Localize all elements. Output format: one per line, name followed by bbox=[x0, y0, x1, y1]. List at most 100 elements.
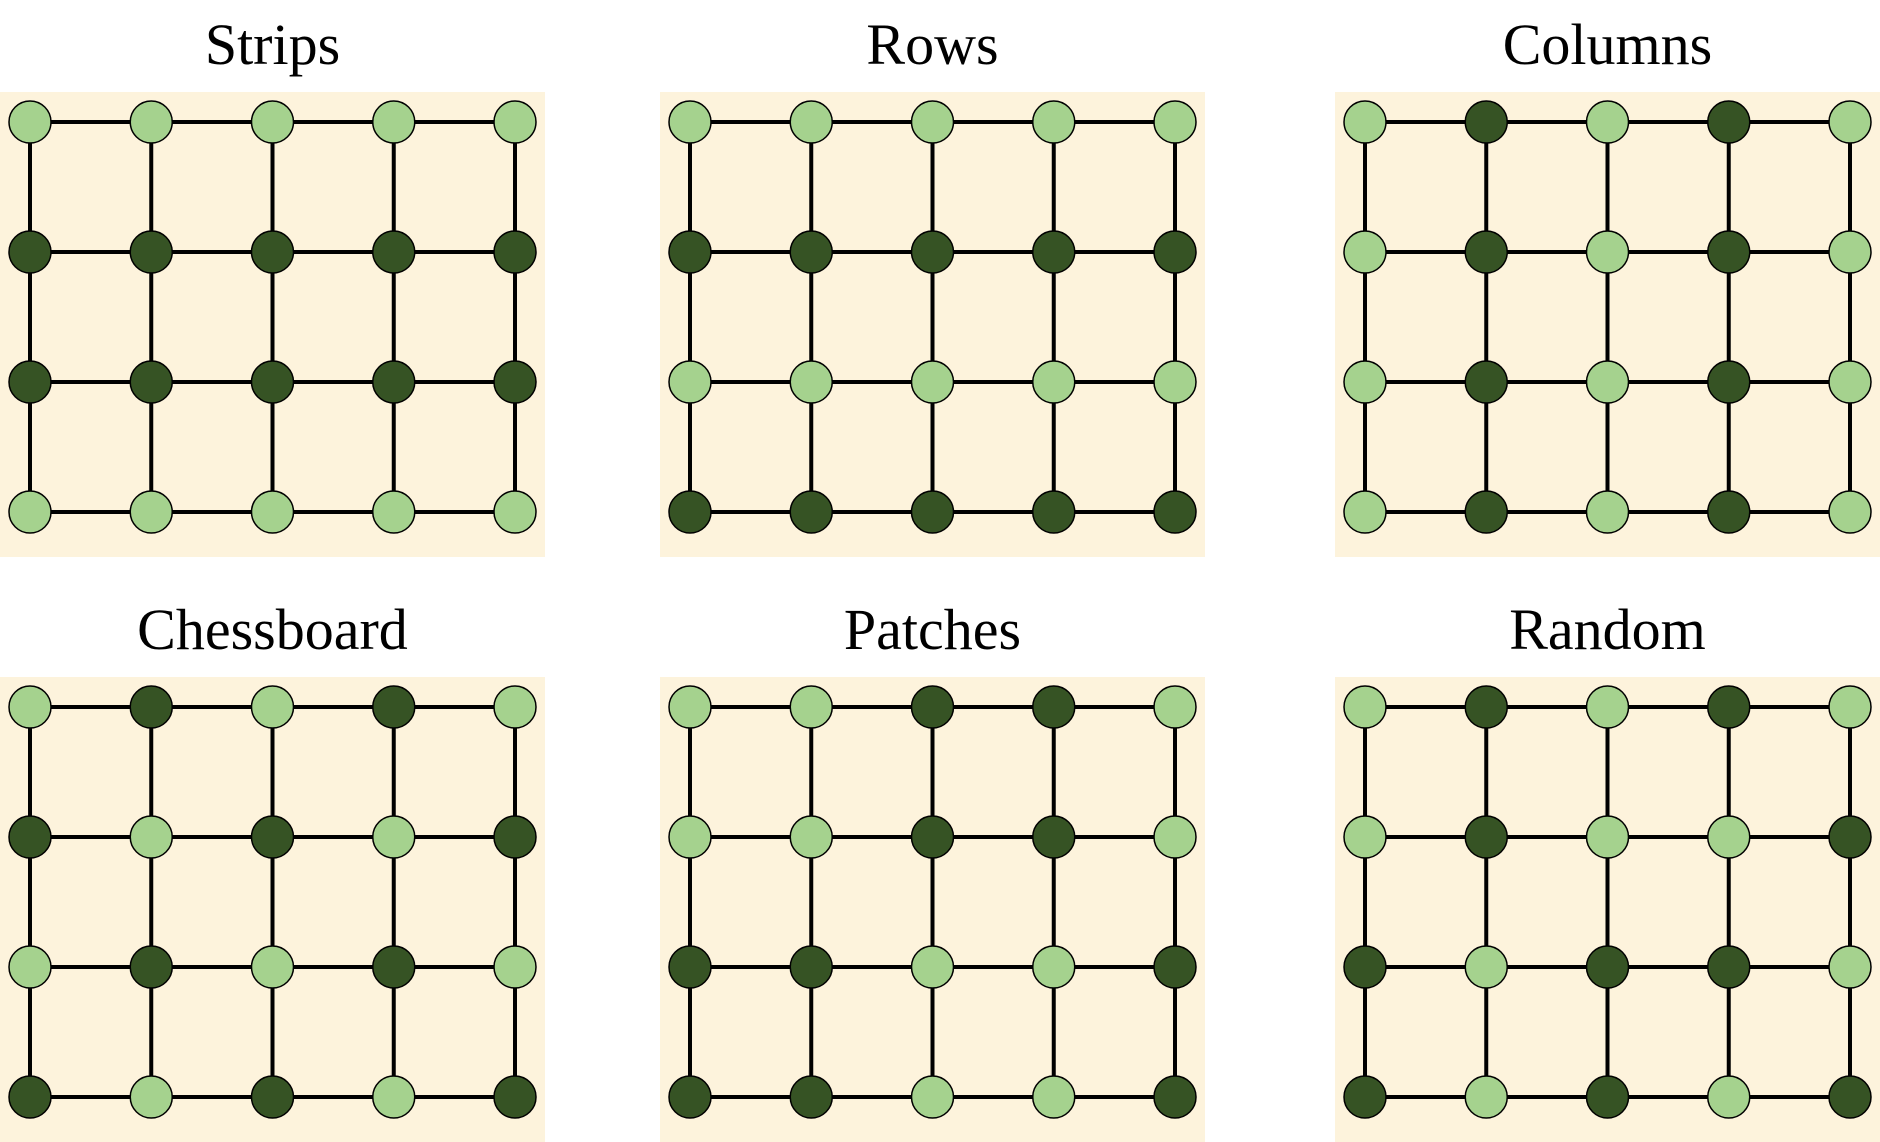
node-dark bbox=[789, 230, 833, 274]
node-light bbox=[668, 100, 712, 144]
node-light bbox=[493, 945, 537, 989]
node-dark bbox=[8, 1075, 52, 1119]
node-light bbox=[129, 490, 173, 534]
node-dark bbox=[1464, 685, 1508, 729]
node-light bbox=[250, 685, 295, 729]
node-light bbox=[1585, 490, 1630, 534]
node-dark bbox=[668, 1075, 712, 1119]
node-dark bbox=[372, 360, 416, 404]
node-light bbox=[493, 490, 537, 534]
node-light bbox=[1464, 1075, 1508, 1119]
node-light bbox=[372, 1075, 416, 1119]
node-dark bbox=[789, 945, 833, 989]
node-light bbox=[8, 945, 52, 989]
node-dark bbox=[668, 490, 712, 534]
node-dark bbox=[1464, 230, 1508, 274]
node-dark bbox=[668, 945, 712, 989]
node-dark bbox=[1153, 230, 1197, 274]
node-light bbox=[1707, 815, 1751, 859]
node-dark bbox=[372, 230, 416, 274]
node-dark bbox=[1464, 490, 1508, 534]
node-light bbox=[250, 100, 295, 144]
node-dark bbox=[1153, 945, 1197, 989]
node-light bbox=[1343, 100, 1387, 144]
node-light bbox=[910, 1075, 955, 1119]
node-light bbox=[8, 100, 52, 144]
node-light bbox=[668, 360, 712, 404]
node-light bbox=[1828, 945, 1872, 989]
grid-diagram bbox=[1335, 92, 1880, 557]
node-light bbox=[1343, 685, 1387, 729]
node-dark bbox=[1032, 815, 1076, 859]
node-light bbox=[1585, 815, 1630, 859]
node-dark bbox=[1707, 100, 1751, 144]
node-dark bbox=[1707, 360, 1751, 404]
node-light bbox=[129, 1075, 173, 1119]
panel-title: Chessboard bbox=[137, 597, 408, 662]
node-dark bbox=[8, 360, 52, 404]
node-dark bbox=[1828, 815, 1872, 859]
node-dark bbox=[129, 360, 173, 404]
node-light bbox=[1153, 815, 1197, 859]
node-dark bbox=[493, 1075, 537, 1119]
panel-title: Rows bbox=[866, 12, 999, 77]
node-dark bbox=[8, 230, 52, 274]
node-dark bbox=[372, 945, 416, 989]
node-light bbox=[910, 100, 955, 144]
node-light bbox=[1707, 1075, 1751, 1119]
grid-diagram bbox=[660, 92, 1205, 557]
node-light bbox=[1343, 360, 1387, 404]
node-dark bbox=[1707, 945, 1751, 989]
panel-title: Random bbox=[1509, 597, 1706, 662]
node-dark bbox=[372, 685, 416, 729]
node-dark bbox=[1343, 1075, 1387, 1119]
node-light bbox=[1032, 100, 1076, 144]
node-dark bbox=[1464, 100, 1508, 144]
node-light bbox=[129, 815, 173, 859]
node-dark bbox=[129, 945, 173, 989]
node-light bbox=[1153, 100, 1197, 144]
node-dark bbox=[250, 360, 295, 404]
node-dark bbox=[1153, 490, 1197, 534]
panel-title: Patches bbox=[843, 597, 1022, 662]
node-dark bbox=[1464, 815, 1508, 859]
node-light bbox=[789, 815, 833, 859]
node-dark bbox=[1153, 1075, 1197, 1119]
node-light bbox=[1828, 685, 1872, 729]
node-dark bbox=[910, 230, 955, 274]
node-light bbox=[1828, 360, 1872, 404]
grid-diagram bbox=[660, 677, 1205, 1142]
node-dark bbox=[910, 685, 955, 729]
node-light bbox=[1153, 360, 1197, 404]
node-dark bbox=[250, 1075, 295, 1119]
node-light bbox=[789, 100, 833, 144]
node-light bbox=[668, 685, 712, 729]
node-light bbox=[668, 815, 712, 859]
node-dark bbox=[1707, 230, 1751, 274]
node-dark bbox=[493, 230, 537, 274]
node-light bbox=[910, 360, 955, 404]
node-dark bbox=[789, 490, 833, 534]
node-light bbox=[789, 360, 833, 404]
node-light bbox=[1032, 1075, 1076, 1119]
node-light bbox=[1343, 230, 1387, 274]
node-dark bbox=[493, 360, 537, 404]
node-dark bbox=[1585, 945, 1630, 989]
node-light bbox=[129, 100, 173, 144]
node-light bbox=[1585, 100, 1630, 144]
node-dark bbox=[129, 230, 173, 274]
node-dark bbox=[1828, 1075, 1872, 1119]
node-light bbox=[1032, 945, 1076, 989]
node-light bbox=[1343, 815, 1387, 859]
node-dark bbox=[1464, 360, 1508, 404]
node-dark bbox=[1707, 490, 1751, 534]
node-light bbox=[8, 490, 52, 534]
node-dark bbox=[250, 230, 295, 274]
node-light bbox=[1032, 360, 1076, 404]
node-dark bbox=[789, 1075, 833, 1119]
node-light bbox=[250, 490, 295, 534]
panel-title: Columns bbox=[1502, 12, 1713, 77]
node-light bbox=[789, 685, 833, 729]
node-dark bbox=[668, 230, 712, 274]
